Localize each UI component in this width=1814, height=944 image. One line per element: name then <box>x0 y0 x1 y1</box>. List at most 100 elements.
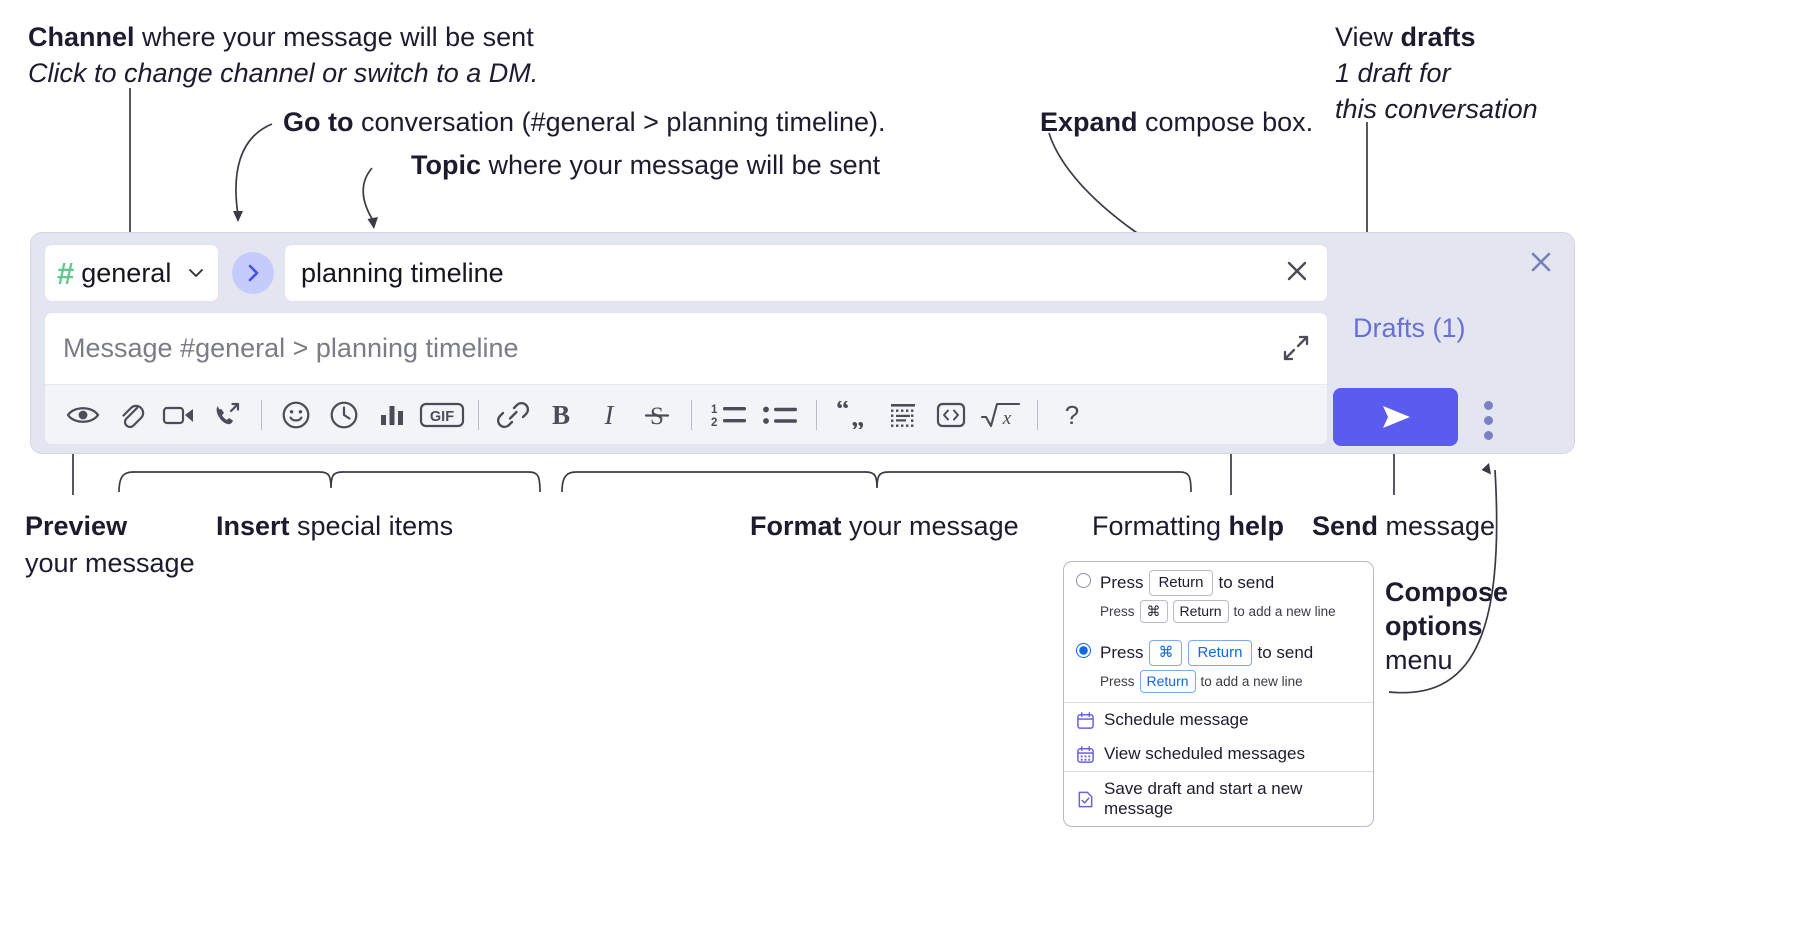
expand-compose-button[interactable] <box>1281 333 1311 368</box>
menu-divider <box>1064 771 1373 773</box>
channel-selector[interactable]: # general <box>44 244 219 302</box>
audio-clip-button[interactable] <box>203 393 251 437</box>
inline-code-button[interactable] <box>927 393 975 437</box>
send-option-cmd-return[interactable]: Press ⌘ Return to send <box>1064 632 1373 668</box>
annotation-format-bold: Format <box>750 511 842 541</box>
attachment-button[interactable] <box>107 393 155 437</box>
bold-icon: B <box>552 400 570 430</box>
topic-input[interactable]: planning timeline <box>284 244 1328 302</box>
preview-icon <box>66 406 100 423</box>
opt0-sub-key-return: Return <box>1172 600 1229 624</box>
annotation-topic: Topic where your message will be sent <box>411 150 880 182</box>
send-option-cmd-return-line: Press ⌘ Return to send <box>1100 640 1313 667</box>
compose-options-button[interactable] <box>1484 401 1493 440</box>
bulleted-list-button[interactable] <box>754 393 806 437</box>
code-block-button[interactable] <box>879 393 927 437</box>
message-input-area[interactable]: Message #general > planning timeline <box>44 312 1328 445</box>
toolbar-divider <box>816 399 817 430</box>
annotation-insert-bold: Insert <box>216 511 290 541</box>
svg-text:2: 2 <box>711 417 717 429</box>
radio-unselected[interactable] <box>1076 573 1091 588</box>
compose-header-row: # general planning timeline <box>44 244 1328 302</box>
bulleted-list-icon <box>763 406 797 424</box>
kebab-dot <box>1484 416 1493 425</box>
svg-text:x: x <box>1002 408 1012 429</box>
toolbar-divider <box>478 399 479 430</box>
menu-divider <box>1064 702 1373 704</box>
help-icon: ? <box>1065 400 1079 430</box>
link-button[interactable] <box>489 393 537 437</box>
gif-button[interactable]: GIF <box>416 393 468 437</box>
italic-icon: I <box>604 400 616 430</box>
opt1-sub-pre: Press <box>1100 674 1135 690</box>
ordered-list-button[interactable]: 1 2 <box>702 393 754 437</box>
annotation-insert: Insert special items <box>216 511 453 543</box>
radio-selected[interactable] <box>1076 643 1091 659</box>
kebab-dot <box>1484 431 1493 440</box>
brace-format <box>561 471 1192 493</box>
svg-text:?: ? <box>1065 400 1079 430</box>
annotation-channel-bold: Channel <box>28 22 135 52</box>
close-compose-button[interactable] <box>1524 245 1558 284</box>
code-block-icon <box>891 403 915 427</box>
menu-item-save-draft[interactable]: Save draft and start a new message <box>1064 772 1373 826</box>
clear-topic-button[interactable] <box>1281 255 1313 292</box>
math-icon: x <box>980 402 1021 429</box>
blockquote-button[interactable]: “ „ <box>827 393 879 437</box>
send-option-cmd-return-sub: Press Return to add a new line <box>1064 668 1373 702</box>
svg-text:“: “ <box>836 401 850 424</box>
menu-item-view-scheduled[interactable]: View scheduled messages <box>1064 737 1373 771</box>
formatting-toolbar: GIF <box>45 384 1327 444</box>
menu-item-schedule-message[interactable]: Schedule message <box>1064 703 1373 737</box>
annotation-channel: Channel where your message will be sent … <box>28 22 538 90</box>
leader-goto <box>235 123 273 216</box>
video-clip-button[interactable] <box>155 393 203 437</box>
menu-item-label: Schedule message <box>1104 710 1249 730</box>
hash-icon: # <box>57 255 74 291</box>
opt1-sub-key-return: Return <box>1139 670 1196 694</box>
video-icon <box>162 406 193 424</box>
poll-button[interactable] <box>368 393 416 437</box>
svg-text:1: 1 <box>711 404 718 416</box>
menu-item-label: Save draft and start a new message <box>1104 779 1303 819</box>
send-button[interactable] <box>1333 388 1458 446</box>
goto-conversation-button[interactable] <box>232 252 274 294</box>
annotation-preview: Preview your message <box>25 511 195 580</box>
ordered-list-icon: 1 2 <box>711 404 746 429</box>
reminder-button[interactable] <box>320 393 368 437</box>
chevron-right-icon <box>248 264 259 282</box>
gif-icon: GIF <box>419 402 465 427</box>
compose-main: # general planning timeline <box>44 244 1328 445</box>
opt0-sub-key-cmd: ⌘ <box>1139 600 1168 624</box>
chevron-down-icon <box>189 269 203 277</box>
annotation-send: Send message <box>1312 511 1495 543</box>
expand-icon <box>1283 335 1309 361</box>
opt0-pre: Press <box>1100 573 1144 593</box>
formatting-help-button[interactable]: ? <box>1048 393 1096 437</box>
svg-text:GIF: GIF <box>430 409 454 425</box>
topic-value: planning timeline <box>301 257 504 288</box>
calendar-grid-icon <box>1077 745 1094 763</box>
italic-button[interactable]: I <box>585 393 633 437</box>
emoji-button[interactable] <box>272 393 320 437</box>
attachment-icon <box>122 404 145 428</box>
annotation-format: Format your message <box>750 511 1019 543</box>
opt1-key-cmd: ⌘ <box>1149 640 1183 667</box>
opt1-pre: Press <box>1100 643 1144 663</box>
bold-button[interactable]: B <box>537 393 585 437</box>
svg-text:I: I <box>604 400 616 430</box>
annotation-help-pre: Formatting <box>1092 511 1229 541</box>
send-icon <box>1382 406 1410 428</box>
preview-button[interactable] <box>59 393 107 437</box>
drafts-link[interactable]: Drafts (1) <box>1353 313 1466 343</box>
opt1-sub-post: to add a new line <box>1200 674 1303 690</box>
math-button[interactable]: x <box>975 393 1027 437</box>
channel-name-label: general <box>81 257 172 288</box>
strikethrough-button[interactable]: S <box>633 393 681 437</box>
annotation-help-bold: help <box>1228 511 1285 541</box>
annotation-compose-options: Compose options menu <box>1385 576 1508 677</box>
send-option-return[interactable]: Press Return to send <box>1064 562 1373 598</box>
send-option-return-sub: Press ⌘ Return to add a new line <box>1064 598 1373 632</box>
annotation-compose-options-line2: options <box>1385 610 1483 641</box>
